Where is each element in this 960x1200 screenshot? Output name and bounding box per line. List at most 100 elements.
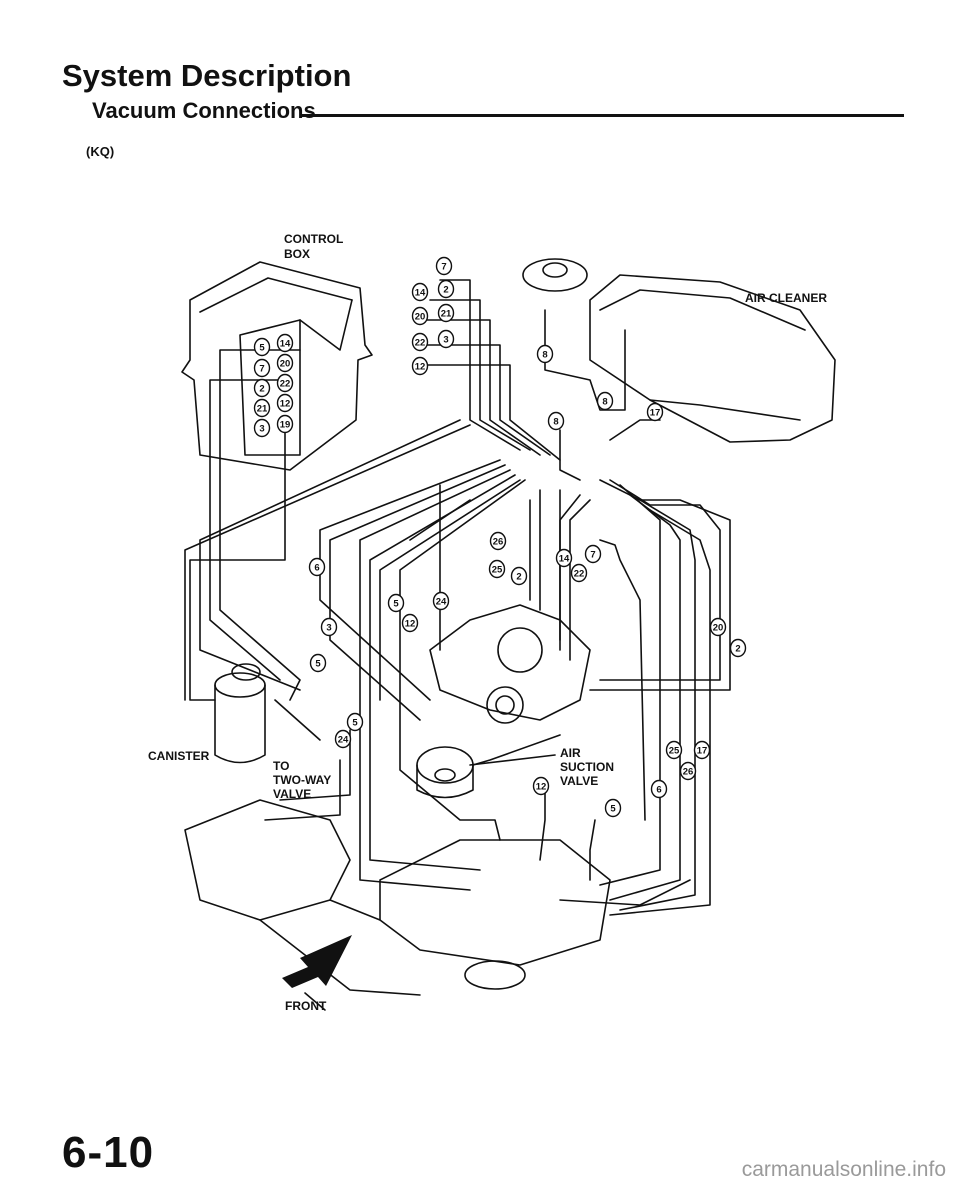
hose-number-callout: 21 bbox=[253, 398, 271, 418]
hose-number-callout: 3 bbox=[437, 329, 455, 349]
label-air-suction-1: AIR bbox=[560, 746, 581, 760]
hose-number: 8 bbox=[553, 417, 558, 428]
hose-number-callout: 5 bbox=[346, 712, 364, 732]
air-suction-valve bbox=[416, 746, 474, 799]
section-rule bbox=[300, 114, 904, 117]
hose-number-callout: 5 bbox=[387, 593, 405, 613]
hose-number-callout: 26 bbox=[679, 761, 697, 781]
hose-number-callout: 25 bbox=[665, 740, 683, 760]
label-to-3: VALVE bbox=[273, 787, 311, 801]
hose-number: 3 bbox=[443, 335, 448, 346]
hose-number: 6 bbox=[656, 785, 661, 796]
hose-number-callout: 24 bbox=[432, 591, 450, 611]
hose-number-callout: 6 bbox=[308, 557, 326, 577]
watermark: carmanualsonline.info bbox=[741, 1158, 946, 1181]
canister bbox=[214, 663, 266, 764]
hose-number: 3 bbox=[259, 424, 264, 435]
hose-number-callout: 20 bbox=[709, 617, 727, 637]
hose-number-callout: 12 bbox=[411, 356, 429, 376]
hose-number-callout: 7 bbox=[584, 544, 602, 564]
hose-number: 5 bbox=[610, 804, 616, 815]
hose-number: 12 bbox=[536, 782, 547, 793]
hose-number: 14 bbox=[415, 288, 426, 299]
hose-number: 20 bbox=[415, 312, 426, 323]
label-canister: CANISTER bbox=[148, 749, 210, 763]
hose-number-callout: 25 bbox=[488, 559, 506, 579]
hose-number-callout: 2 bbox=[253, 378, 271, 398]
hose-number: 24 bbox=[338, 735, 349, 746]
label-front: FRONT bbox=[285, 999, 327, 1013]
hose-number-callout: 14 bbox=[555, 548, 573, 568]
air-cleaner bbox=[522, 258, 836, 443]
hose-number-callout: 22 bbox=[276, 373, 294, 393]
hose-number: 6 bbox=[314, 563, 319, 574]
label-to-2: TWO-WAY bbox=[273, 773, 331, 787]
hose-number: 8 bbox=[542, 350, 547, 361]
hose-number: 25 bbox=[669, 746, 680, 757]
hose-number: 12 bbox=[280, 399, 291, 410]
hose-number: 3 bbox=[326, 623, 331, 634]
front-arrow-icon bbox=[282, 935, 352, 988]
page-number: 6-10 bbox=[62, 1128, 155, 1177]
air-suction-pointer bbox=[469, 754, 556, 766]
hose-number: 17 bbox=[650, 408, 661, 419]
hose-number-callout: 2 bbox=[729, 638, 747, 658]
hose-number: 5 bbox=[352, 718, 358, 729]
label-control-box-1: CONTROL bbox=[284, 232, 343, 246]
hose-number-callout: 22 bbox=[570, 563, 588, 583]
carburetor bbox=[429, 604, 591, 724]
hose-number-callout: 14 bbox=[411, 282, 429, 302]
hose-number: 2 bbox=[259, 384, 264, 395]
hose-number: 20 bbox=[280, 359, 291, 370]
hose-number: 22 bbox=[415, 338, 426, 349]
hose-number-callout: 3 bbox=[253, 418, 271, 438]
hose-number: 24 bbox=[436, 597, 447, 608]
hose-number-callout: 7 bbox=[435, 256, 453, 276]
hose-number-callout: 8 bbox=[547, 411, 565, 431]
hose-number-callout: 20 bbox=[276, 353, 294, 373]
hose-number: 2 bbox=[516, 572, 521, 583]
hose-number-callout: 14 bbox=[276, 333, 294, 353]
hose-number-callout: 6 bbox=[650, 779, 668, 799]
hose-number-callout: 21 bbox=[437, 303, 455, 323]
hose-number: 19 bbox=[280, 420, 291, 431]
label-air-suction-3: VALVE bbox=[560, 774, 598, 788]
hose-number-callout: 24 bbox=[334, 729, 352, 749]
section-subtitle: Vacuum Connections bbox=[92, 98, 320, 124]
hose-number: 17 bbox=[697, 746, 708, 757]
hose-number-callout: 8 bbox=[536, 344, 554, 364]
intake-manifold bbox=[184, 799, 691, 996]
hose-number: 7 bbox=[259, 364, 264, 375]
hose-number-callout: 5 bbox=[253, 337, 271, 357]
vacuum-hoses bbox=[184, 279, 731, 916]
hose-number-callout: 3 bbox=[320, 617, 338, 637]
hose-number-callout: 5 bbox=[604, 798, 622, 818]
hose-number: 2 bbox=[443, 285, 448, 296]
hose-number: 5 bbox=[315, 659, 321, 670]
hose-number-callout: 19 bbox=[276, 414, 294, 434]
label-control-box-2: BOX bbox=[284, 247, 310, 261]
label-air-suction-2: SUCTION bbox=[560, 760, 614, 774]
hose-number: 25 bbox=[492, 565, 503, 576]
hose-number-callout: 22 bbox=[411, 332, 429, 352]
hose-number-callout: 2 bbox=[437, 279, 455, 299]
page-title: System Description bbox=[62, 58, 352, 93]
hose-number: 14 bbox=[559, 554, 570, 565]
hose-number-callout: 12 bbox=[276, 393, 294, 413]
to-two-way-pointer bbox=[274, 699, 321, 741]
label-to-1: TO bbox=[273, 759, 289, 773]
hose-number: 20 bbox=[713, 623, 724, 634]
hose-number-callout: 20 bbox=[411, 306, 429, 326]
hose-number: 5 bbox=[259, 343, 265, 354]
hose-number: 14 bbox=[280, 339, 291, 350]
hose-number: 21 bbox=[257, 404, 268, 415]
hose-number: 5 bbox=[393, 599, 399, 610]
hose-number-callout: 17 bbox=[693, 740, 711, 760]
hose-number: 2 bbox=[735, 644, 740, 655]
hose-number: 12 bbox=[415, 362, 426, 373]
hose-number: 22 bbox=[280, 379, 291, 390]
hose-number: 26 bbox=[493, 537, 504, 548]
hose-number: 21 bbox=[441, 309, 452, 320]
hose-number-callout: 12 bbox=[532, 776, 550, 796]
